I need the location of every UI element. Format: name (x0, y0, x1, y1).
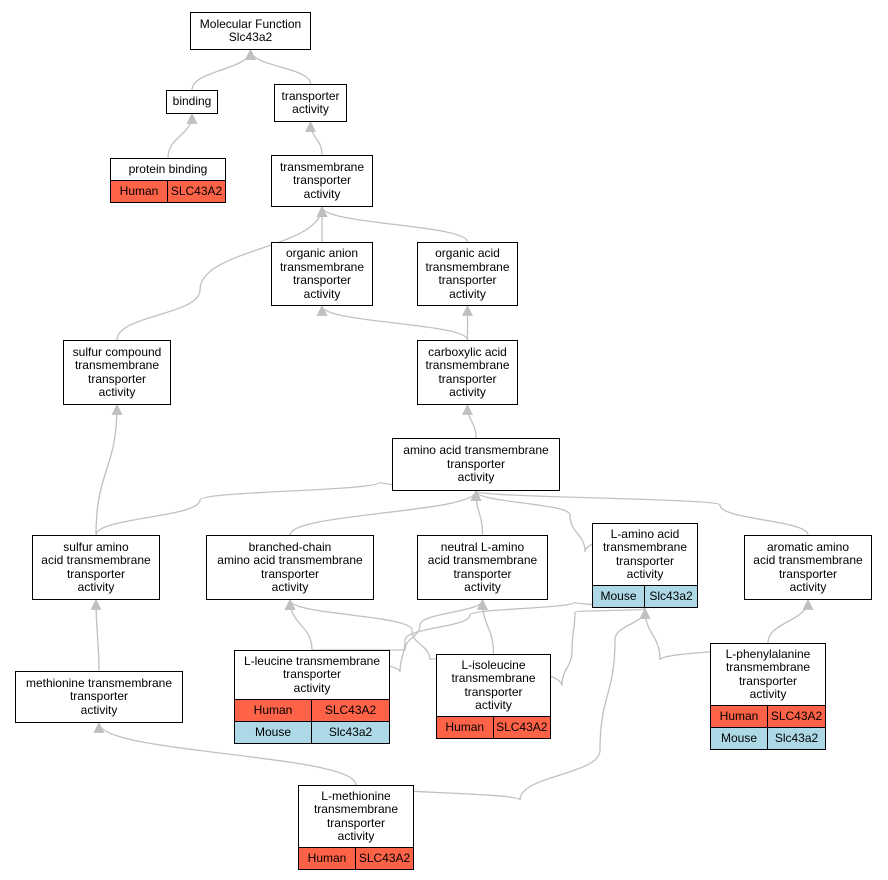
go-term-label: sulfur amino acid transmembrane transpor… (41, 539, 151, 594)
edge-tmt-to-transporter (305, 120, 323, 156)
gene-cell[interactable]: Slc43a2 (774, 731, 819, 745)
go-term-transporter[interactable]: transporter activity (274, 84, 347, 122)
go-term-methionine[interactable]: methionine transmembrane transporter act… (15, 671, 183, 723)
go-term-label: binding (172, 94, 212, 109)
edge-binding-to-mf (191, 48, 256, 91)
go-term-label: protein binding (111, 159, 225, 181)
species-cell: Human (437, 717, 494, 738)
go-term-label: carboxylic acid transmembrane transporte… (425, 344, 510, 399)
edge-leucine-to-neutral (311, 598, 488, 651)
go-term-sulfur-compound[interactable]: sulfur compound transmembrane transporte… (63, 340, 171, 405)
edge-protein-binding-to-binding (167, 112, 198, 159)
go-term-label: organic acid transmembrane transporter a… (425, 246, 510, 301)
edge-leucine-to-l-amino (311, 598, 651, 673)
go-term-sulfur-amino[interactable]: sulfur amino acid transmembrane transpor… (32, 535, 160, 600)
annotation-row-mouse: Mouse Slc43a2 (711, 727, 825, 749)
go-term-label: methionine transmembrane transporter act… (25, 675, 173, 717)
go-term-branched[interactable]: branched-chain amino acid transmembrane … (206, 535, 374, 600)
go-term-l-amino[interactable]: L-amino acid transmembrane transporter a… (592, 523, 698, 608)
go-term-aromatic[interactable]: aromatic amino acid transmembrane transp… (744, 535, 872, 600)
annotation-row-human: Human SLC43A2 (235, 700, 389, 721)
go-term-organic-acid[interactable]: organic acid transmembrane transporter a… (417, 242, 518, 306)
go-term-label: L-leucine transmembrane transporter acti… (235, 651, 389, 700)
go-term-label: amino acid transmembrane transporter act… (403, 443, 549, 485)
edge-neutral-to-amino-acid (470, 489, 484, 536)
edge-transporter-to-mf (245, 48, 312, 85)
annotation-row-mouse: Mouse Slc43a2 (235, 721, 389, 743)
go-term-carboxylic[interactable]: carboxylic acid transmembrane transporte… (417, 340, 518, 405)
species-cell: Human (235, 700, 312, 721)
gene-cell[interactable]: SLC43A2 (496, 720, 548, 734)
gene-cell[interactable]: SLC43A2 (358, 851, 411, 865)
edge-sulfur-amino-to-sulfur-compound (95, 403, 123, 536)
go-term-phenylalanine[interactable]: L-phenylalanine transmembrane transporte… (710, 643, 826, 750)
go-term-leucine[interactable]: L-leucine transmembrane transporter acti… (234, 650, 390, 744)
gene-cell[interactable]: Slc43a2 (328, 725, 373, 739)
go-term-label: L-amino acid transmembrane transporter a… (593, 524, 697, 586)
edge-group (90, 48, 814, 801)
species-cell: Human (299, 848, 356, 869)
edge-branched-to-amino-acid (289, 489, 482, 536)
go-term-label: aromatic amino acid transmembrane transp… (753, 539, 863, 594)
go-term-label: Molecular Function Slc43a2 (199, 16, 302, 44)
go-term-isoleucine[interactable]: L-isoleucine transmembrane transporter a… (436, 654, 551, 739)
species-cell: Human (711, 706, 768, 727)
go-term-organic-anion[interactable]: organic anion transmembrane transporter … (271, 242, 373, 306)
go-term-label: neutral L-amino acid transmembrane trans… (427, 539, 538, 594)
go-term-mf[interactable]: Molecular Function Slc43a2 (190, 12, 311, 50)
go-term-label: L-methionine transmembrane transporter a… (299, 786, 413, 848)
go-term-label: branched-chain amino acid transmembrane … (217, 539, 363, 594)
gene-cell[interactable]: SLC43A2 (324, 703, 377, 717)
go-term-label: organic anion transmembrane transporter … (279, 246, 365, 301)
species-cell: Mouse (711, 728, 768, 749)
go-term-label: transporter activity (281, 88, 340, 116)
species-cell: Human (111, 181, 168, 202)
edge-organic-acid-to-tmt (316, 205, 469, 243)
edge-aromatic-to-amino-acid (470, 489, 809, 536)
go-term-label: L-phenylalanine transmembrane transporte… (711, 644, 825, 706)
species-cell: Mouse (235, 722, 312, 743)
edge-l-methionine-to-methionine (93, 721, 357, 786)
go-term-label: sulfur compound transmembrane transporte… (72, 344, 162, 399)
edge-l-methionine-to-l-amino (355, 607, 651, 801)
species-cell: Mouse (593, 586, 645, 607)
go-term-binding[interactable]: binding (166, 90, 218, 114)
go-term-l-methionine[interactable]: L-methionine transmembrane transporter a… (298, 785, 414, 870)
edge-carboxylic-to-organic-anion (316, 304, 469, 341)
edge-phenylalanine-to-aromatic (767, 598, 814, 644)
gene-cell[interactable]: SLC43A2 (770, 709, 823, 723)
annotation-row-mouse: Mouse Slc43a2 (593, 586, 697, 607)
go-term-neutral[interactable]: neutral L-amino acid transmembrane trans… (417, 535, 548, 600)
edge-methionine-to-sulfur-amino (90, 598, 102, 672)
edge-amino-acid-to-carboxylic (462, 403, 477, 439)
gene-cell[interactable]: Slc43a2 (649, 589, 693, 603)
go-term-amino-acid[interactable]: amino acid transmembrane transporter act… (392, 438, 560, 491)
go-term-label: transmembrane transporter activity (279, 159, 365, 201)
edge-sulfur-compound-to-tmt (116, 205, 328, 341)
go-term-tmt[interactable]: transmembrane transporter activity (271, 155, 373, 207)
go-term-label: L-isoleucine transmembrane transporter a… (437, 655, 550, 717)
edge-isoleucine-to-neutral (477, 598, 495, 655)
gene-cell[interactable]: SLC43A2 (170, 184, 223, 198)
